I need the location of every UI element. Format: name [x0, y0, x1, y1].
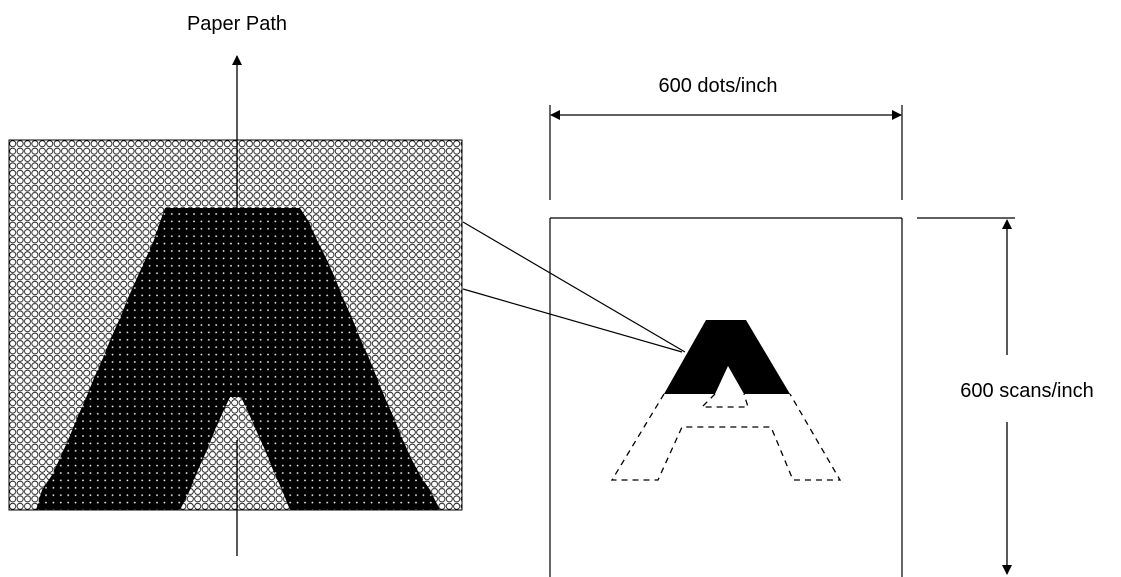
printed-letter-portion: [664, 320, 790, 394]
paper-path-label: Paper Path: [187, 13, 287, 35]
unprinted-letter-outline: [610, 393, 842, 481]
horizontal-resolution-label: 600 dots/inch: [659, 75, 778, 97]
zoom-callout-line-lower: [462, 288, 683, 353]
dot-grid-border: [8, 139, 463, 511]
enlarged-letter-a: [36, 208, 440, 510]
enlarged-dot-grid: [9, 140, 462, 510]
zoom-callout-line-upper: [462, 221, 686, 353]
vertical-resolution-label: 600 scans/inch: [960, 380, 1093, 402]
